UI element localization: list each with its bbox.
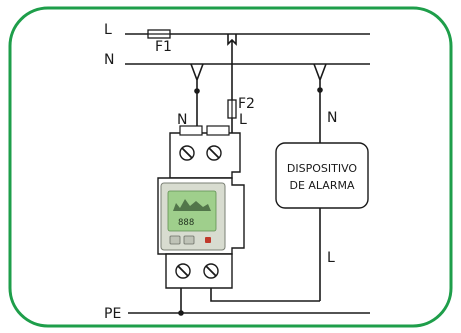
terminal-N-label: N: [177, 112, 187, 128]
display-graphic: [173, 199, 211, 211]
terminal-L-label: L: [239, 112, 247, 128]
display-digits: 888: [178, 218, 194, 228]
PE-junction-dot: [178, 310, 184, 316]
din-rail-device: 888: [157, 125, 245, 289]
N-tap-alarm-wire: [313, 63, 327, 143]
alarm-L-label: L: [327, 250, 335, 266]
L-tap-wire: [227, 34, 237, 100]
diagram-frame: [8, 6, 453, 328]
alarm-N-junction-dot: [317, 87, 323, 93]
terminal-slot-N: [179, 125, 203, 136]
earth-PE-label: PE: [104, 306, 121, 322]
terminal-slot-L: [206, 125, 230, 136]
device-button-left: [169, 235, 181, 245]
device-button-middle: [183, 235, 195, 245]
N-tap-device-wire: [190, 63, 204, 133]
fuse-F2-label: F2: [238, 96, 255, 112]
neutral-N-label: N: [104, 52, 114, 68]
alarm-device-line2: DE ALARMA: [289, 179, 354, 192]
alarm-N-label: N: [327, 110, 337, 126]
line-L-label: L: [104, 22, 112, 38]
alarm-device-box: [275, 142, 369, 209]
device-output-wire: [210, 288, 320, 302]
N-junction-dot: [194, 88, 200, 94]
fuse-F1-label: F1: [155, 39, 172, 55]
device-indicator-led: [205, 237, 211, 243]
alarm-device-line1: DISPOSITIVO: [287, 162, 358, 175]
